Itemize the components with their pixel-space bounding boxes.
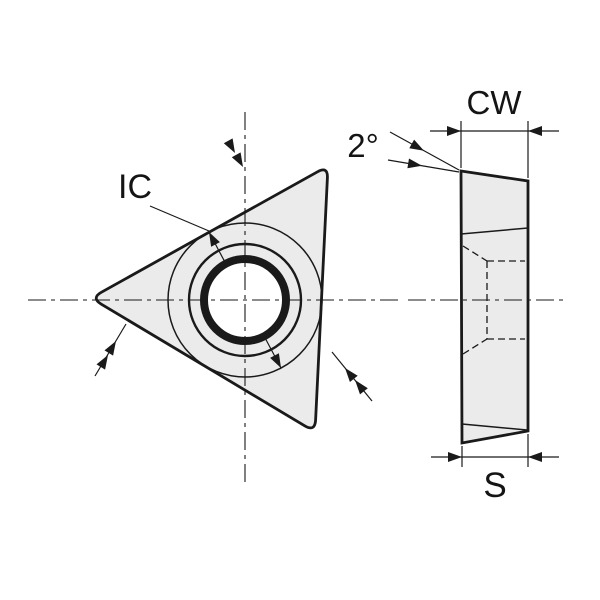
edge-arrow-icon [355, 380, 368, 395]
insert-body-side [459, 169, 530, 445]
ic-label: IC [118, 168, 152, 206]
angle-leader-lower [387, 159, 460, 173]
cw-label: CW [467, 84, 523, 121]
dimension-arrow-icon [448, 452, 462, 462]
edge-arrow-icon [104, 341, 116, 356]
ic-arrow-upper [209, 232, 220, 247]
edge-arrow-icon [96, 355, 108, 370]
edge-arrow-icon [231, 152, 243, 167]
s-label: S [483, 466, 506, 505]
front-view: IC [28, 112, 402, 487]
hidden-countersink-upper [462, 245, 488, 262]
cw-dimension: CW [430, 84, 559, 178]
angle-label: 2° [347, 127, 379, 164]
edge-marker-bottom-left [94, 323, 127, 377]
angle-leader-upper [389, 131, 460, 171]
edge-marker-top [223, 138, 243, 167]
ic-leader-line [149, 205, 210, 232]
angle-arrow-icon [409, 139, 424, 151]
dimension-arrow-icon [528, 452, 542, 462]
side-view: CW 2° S [347, 84, 564, 505]
hidden-countersink-lower [462, 338, 488, 355]
edge-arrow-icon [223, 138, 235, 153]
edge-marker-right [331, 351, 373, 402]
bottom-face-line [461, 423, 528, 431]
angle-arrow-icon [407, 158, 422, 169]
s-dimension: S [431, 434, 559, 505]
top-face-line [460, 227, 529, 235]
dimension-arrow-icon [447, 126, 461, 136]
ic-arrow-lower [270, 353, 281, 368]
dimension-arrow-icon [528, 126, 542, 136]
angle-dimension: 2° [347, 127, 460, 173]
edge-arrow-icon [345, 368, 358, 382]
